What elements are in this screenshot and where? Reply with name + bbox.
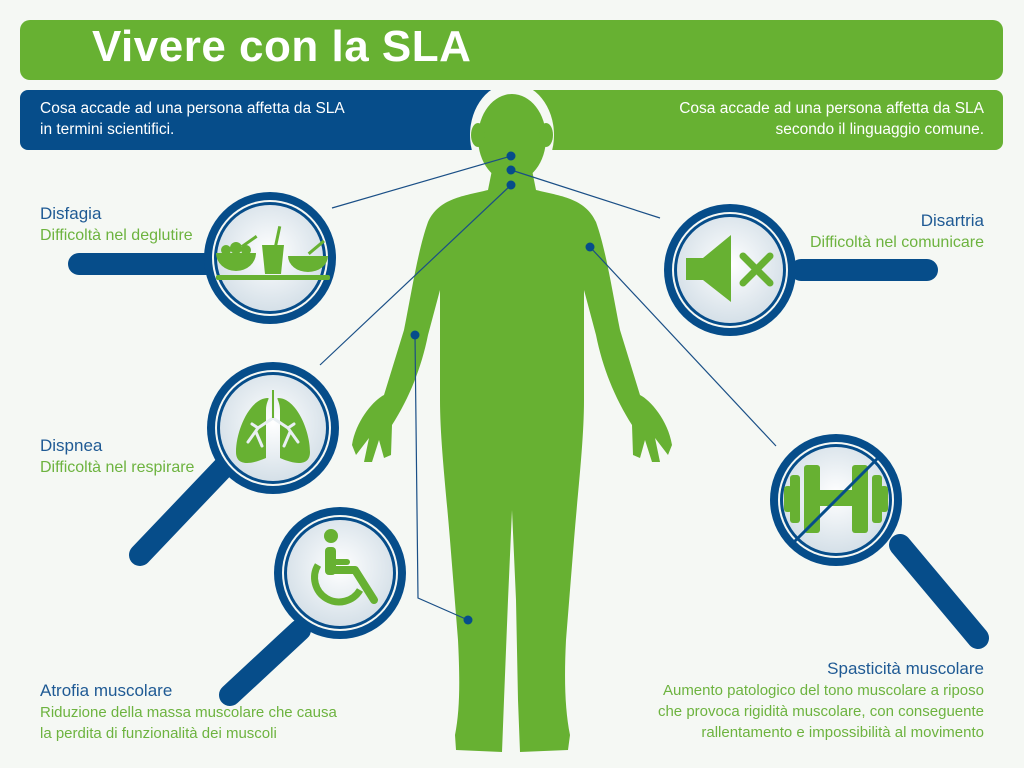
connector-lines [319,155,777,621]
human-body-silhouette [352,83,672,752]
speaker-muted-icon [686,235,774,302]
label-spasticita: Spasticità muscolare Aumento patologico … [657,659,984,741]
common-language-band [520,90,1003,150]
wheelchair-icon [311,529,378,606]
label-dispnea: Dispnea Difficoltà nel respirare [40,436,195,476]
body-points [410,151,595,625]
scientific-band-text: Cosa accade ad una persona affetta da SL… [40,100,345,138]
lungs-icon [236,388,310,463]
scientific-band [20,90,520,150]
label-disartria: Disartria Difficoltà nel comunicare [809,211,984,251]
magnifier-handles [68,253,989,706]
page-title: Vivere con la SLA [92,22,472,71]
common-language-band-text: Cosa accade ad una persona affetta da SL… [679,100,984,138]
no-dumbbell-icon [784,456,888,544]
lens-dispnea [207,362,339,494]
label-atrofia: Atrofia muscolare Riduzione della massa … [40,681,337,742]
title-bar [20,20,1003,80]
label-disfagia: Disfagia Difficoltà nel deglutire [40,204,193,244]
food-tray-icon [216,226,330,280]
